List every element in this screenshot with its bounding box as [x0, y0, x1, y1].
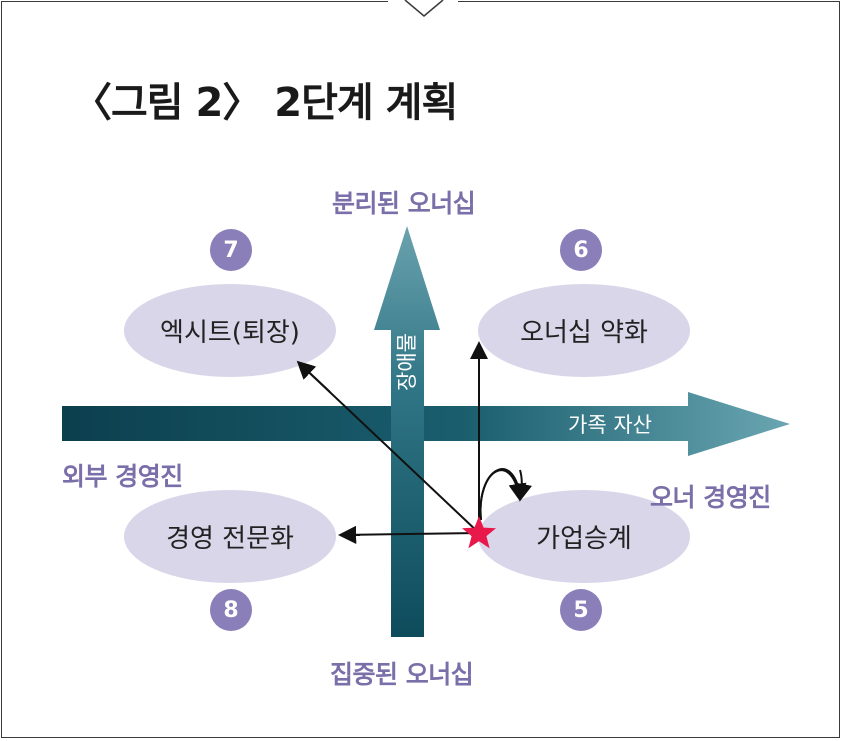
loop-arc	[479, 468, 521, 521]
badge-6: 6	[560, 229, 602, 271]
label-succession: 가업승계	[536, 524, 632, 554]
badge-8: 8	[210, 589, 252, 631]
family-assets-label: 가족 자산	[568, 413, 652, 437]
arrow-to-professional-management	[338, 525, 480, 544]
ellipse-succession: 가업승계	[478, 490, 690, 583]
current-position-star-icon	[462, 516, 496, 549]
frame-notch	[388, 0, 458, 6]
family-assets-arrow	[62, 392, 790, 456]
notch-chevron	[404, 0, 444, 17]
label-weakened-ownership: 오너십 약화	[520, 318, 648, 348]
ellipse-weakened-ownership: 오너십 약화	[478, 284, 690, 377]
label-exit: 엑시트(퇴장)	[160, 318, 300, 348]
arrow-head-upleft	[296, 360, 331, 393]
axis-label-right: 오너 경영진	[650, 483, 771, 512]
figure-title: 〈그림 2〉 2단계 계획	[72, 80, 458, 126]
axis-label-top: 분리된 오너십	[332, 189, 476, 218]
axis-label-bottom: 집중된 오너십	[330, 660, 474, 689]
arrow-head-loop	[514, 469, 533, 502]
label-professional-management: 경영 전문화	[166, 524, 294, 554]
obstacles-label: 장애물	[395, 333, 419, 391]
badge-7: 7	[210, 229, 252, 271]
badge-5: 5	[560, 589, 602, 631]
axis-label-left: 외부 경영진	[62, 462, 183, 491]
ellipse-professional-management: 경영 전문화	[124, 490, 336, 583]
